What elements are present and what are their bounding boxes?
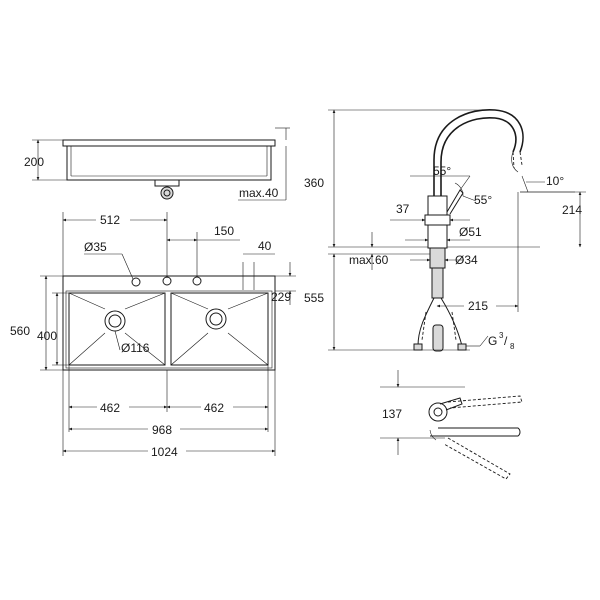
dim-label-215: 215: [468, 299, 488, 313]
sink-outline: [62, 275, 276, 371]
tap-hole-icon: [131, 277, 141, 287]
hose-end-right: [457, 343, 467, 351]
label-bg: [464, 298, 496, 312]
bowl-fold-line: [170, 292, 209, 310]
dim-leader-35: [121, 253, 134, 280]
dim-label-hole: Ø35: [84, 240, 107, 254]
dim-label-560: 560: [10, 324, 30, 338]
tap-hole-icon: [162, 276, 172, 286]
dim-label-968: 968: [152, 423, 172, 437]
angle-label-side: 55°: [474, 193, 492, 207]
thread-label-den: 8: [510, 342, 515, 351]
angle-label-top: 55°: [433, 164, 451, 178]
spout-plan-rotated-down: [443, 437, 511, 480]
sink-rim-side: [62, 139, 276, 147]
dim-label-max40: max.40: [239, 186, 279, 200]
faucet-shank: [429, 247, 446, 269]
right-drain-inner: [209, 312, 223, 326]
label-bg: [148, 444, 186, 458]
bowl-fold-line: [227, 332, 269, 366]
angle-arm: [459, 175, 471, 191]
drain-trap-icon: [160, 186, 174, 200]
thread-label-g: G: [488, 334, 497, 348]
label-bg: [148, 422, 180, 436]
sink-side-view: 200 max.40: [24, 127, 290, 201]
dim-label-1024: 1024: [151, 445, 178, 459]
spout-plan-root: [429, 429, 437, 441]
bowl-fold-line: [68, 292, 106, 310]
dim-label-512: 512: [100, 213, 120, 227]
hose-left: [417, 297, 435, 347]
dim-label-360: 360: [304, 176, 324, 190]
spout-plan: [430, 427, 521, 437]
shank-thread: [431, 267, 444, 299]
faucet-base-icon: [428, 402, 448, 422]
hose-end-left: [413, 343, 423, 351]
spout-arc-inner: [440, 117, 517, 218]
angle-arm: [521, 175, 529, 193]
dim-label-34: Ø34: [455, 253, 478, 267]
dim-label-150: 150: [214, 224, 234, 238]
dim-label-229: 229: [271, 290, 291, 304]
drain-fitting: [154, 179, 180, 187]
left-drain-inner: [108, 314, 122, 328]
dim-label-400: 400: [37, 329, 57, 343]
angle-label-spout: 10°: [546, 174, 564, 188]
thread-label-num: 3: [499, 331, 504, 340]
lever-plan: [439, 397, 463, 411]
dim-label-51: Ø51: [459, 225, 482, 239]
thread-leader: [479, 335, 489, 347]
label-bg: [97, 400, 129, 414]
drain-trap-inner: [163, 189, 171, 197]
left-drain-icon: [104, 310, 126, 332]
faucet-collar: [424, 214, 451, 226]
tap-hole-icon: [192, 276, 202, 286]
hose-weight: [432, 324, 444, 352]
faucet-plan-view: 137: [380, 370, 523, 480]
left-bowl: [68, 292, 166, 366]
dim-label-40: 40: [258, 239, 272, 253]
bowl-fold-line: [68, 332, 106, 366]
right-drain-icon: [205, 308, 227, 330]
hose-right: [440, 297, 463, 347]
dim-label-drain: Ø116: [121, 341, 150, 355]
spout-head: [511, 151, 519, 173]
dim-label-462-right: 462: [204, 401, 224, 415]
faucet-side-view: 55° 55° 10° 360 214 37 Ø51 max.60 Ø34: [304, 109, 586, 352]
label-bg: [10, 324, 32, 338]
label-bg: [201, 400, 233, 414]
right-bowl: [170, 292, 269, 366]
dim-label-200: 200: [24, 155, 44, 169]
spout-head-outline: [512, 151, 523, 169]
lever-icon: [446, 189, 464, 215]
bowl-fold-line: [124, 292, 166, 310]
bowl-fold-line: [227, 292, 269, 310]
bowl-fold-line: [170, 332, 209, 366]
bowl-fold-line: [124, 332, 166, 366]
dim-label-462-left: 462: [100, 401, 120, 415]
dim-label-214: 214: [562, 203, 582, 217]
thread-slash: /: [504, 334, 508, 348]
label-bg: [96, 212, 130, 226]
dim-leader-116: [114, 330, 121, 351]
dim-label-37: 37: [396, 202, 410, 216]
angle-leader: [462, 195, 477, 202]
angle-arc: [454, 182, 464, 197]
spout-plan-rotated-up: [447, 395, 523, 409]
dim-label-555: 555: [304, 291, 324, 305]
sink-inner-outline: [65, 290, 273, 369]
faucet-base-inner: [433, 407, 443, 417]
sink-top-view: 512 150 40 Ø35 229 560 400 Ø116: [10, 212, 296, 459]
dim-label-137: 137: [382, 407, 402, 421]
dim-label-max60: max.60: [349, 253, 389, 267]
sink-basin-side: [66, 146, 272, 181]
